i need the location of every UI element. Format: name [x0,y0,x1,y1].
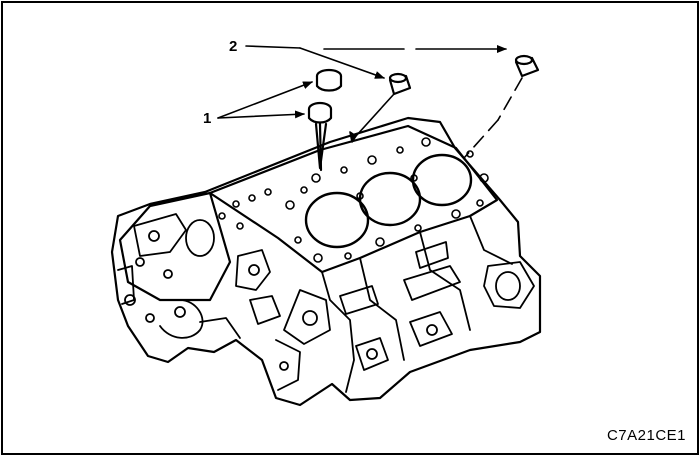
cylinder-bore-3 [411,153,473,207]
engine-block [110,116,542,407]
cup-plug-left [388,72,412,96]
installation-paths [349,77,523,159]
callout-1-leaders [217,81,313,119]
front-face-details [117,213,271,339]
side-face-details [249,215,535,393]
cylinder-bore-1 [304,191,370,249]
callout-label-1: 1 [203,110,212,127]
callout-label-2: 2 [229,38,238,55]
figure-code: C7A21CE1 [606,427,686,444]
galley-plug-upper [315,68,343,92]
cylinder-bore-2 [358,171,422,227]
callout-2-leaders [245,45,507,79]
cup-plug-right [514,54,540,78]
galley-plug-lower [307,101,333,172]
cylinder-bores [304,153,473,249]
